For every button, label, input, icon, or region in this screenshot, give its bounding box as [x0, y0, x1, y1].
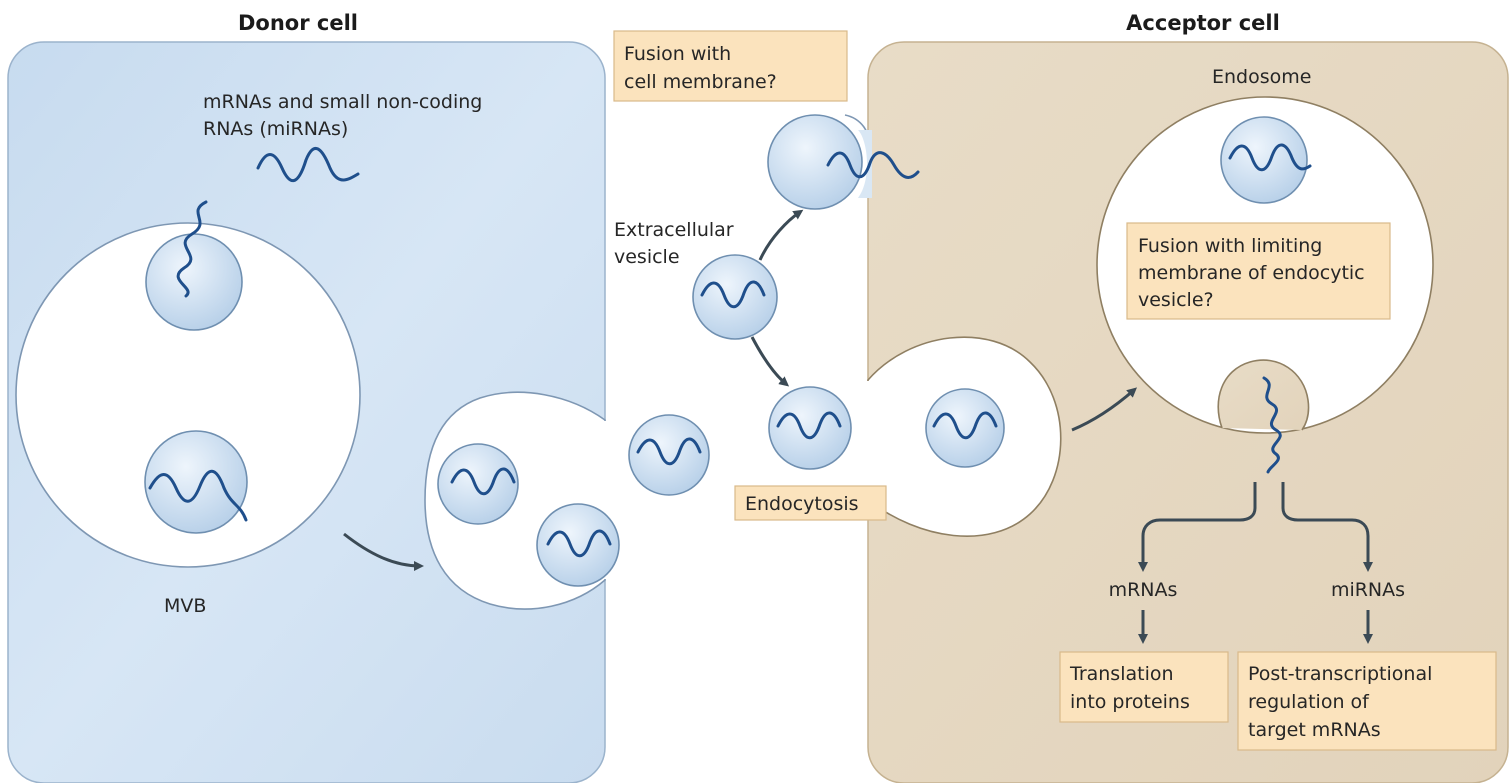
arrow-mvb-to-membrane — [343, 532, 424, 571]
mirnas-label: miRNAs — [1331, 579, 1405, 601]
fusion-limiting-box — [1126, 222, 1391, 320]
ptr-box — [1237, 651, 1497, 751]
ev-label-line2: vesicle — [614, 246, 680, 268]
mrnas-label: mRNAs — [1109, 579, 1178, 601]
fusion-limit-line3: vesicle? — [1138, 289, 1214, 311]
extracellular-vesicle — [692, 254, 778, 340]
rna-label-line2: RNAs (miRNAs) — [203, 118, 348, 140]
released-rna — [1262, 376, 1282, 474]
ptr-line2: regulation of — [1248, 691, 1370, 713]
arrow-pocket-to-endosome — [1071, 387, 1138, 432]
rna-label-line1: mRNAs and small non-coding — [203, 91, 482, 113]
endocytosis-label: Endocytosis — [745, 493, 859, 515]
donor-membrane-fusion — [424, 391, 620, 610]
endosome-label: Endosome — [1212, 66, 1311, 88]
translation-line1: Translation — [1069, 663, 1174, 685]
ptr-line1: Post-transcriptional — [1248, 663, 1432, 685]
endocytosis-box — [734, 485, 887, 521]
released-vesicle — [628, 414, 710, 496]
arrow-to-mirnas — [1281, 482, 1373, 572]
fusion-cell-line1: Fusion with — [624, 43, 731, 65]
donor-title: Donor cell — [238, 11, 358, 35]
translation-box — [1059, 651, 1229, 723]
endocytosing-vesicle — [768, 386, 852, 470]
fusion-cell-box — [613, 30, 848, 102]
fusion-limit-line2: membrane of endocytic — [1138, 262, 1365, 284]
translation-line2: into proteins — [1070, 691, 1190, 713]
free-rna-donor — [256, 146, 360, 182]
fusion-vesicle — [767, 114, 920, 210]
arrow-ev-to-fusion — [758, 209, 804, 261]
fusion-limit-line1: Fusion with limiting — [1138, 235, 1322, 257]
acceptor-title: Acceptor cell — [1126, 11, 1280, 35]
intraluminal-vesicle — [144, 430, 248, 534]
fusion-cell-line2: cell membrane? — [624, 71, 777, 93]
acceptor-endocytic-pocket — [858, 336, 1062, 537]
ev-label-line1: Extracellular — [614, 219, 734, 241]
mvb-label: MVB — [164, 595, 206, 617]
ptr-line3: target mRNAs — [1248, 719, 1381, 741]
mvb — [15, 200, 361, 568]
arrow-ev-to-endocytosis — [750, 336, 790, 387]
arrow-to-mrnas — [1138, 482, 1257, 572]
